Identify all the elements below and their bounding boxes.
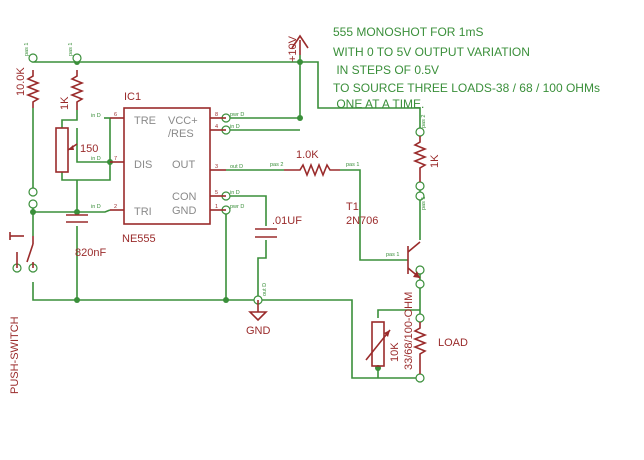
t1-pin-label: pas 1 [386, 252, 399, 258]
ic-pinnum-6: 6 [114, 112, 117, 118]
wire-con [226, 195, 267, 226]
supply-10v: +10V [287, 34, 309, 62]
wire-vcc-right [300, 61, 421, 128]
pot1-value: 150 [80, 143, 98, 155]
ic-pin-type-in: in D [91, 204, 101, 210]
pad [415, 265, 425, 275]
wire-pot-bottom [61, 118, 111, 181]
ic-pin-type-in: in D [91, 156, 101, 162]
r3-pin-label: pas 2 [270, 162, 283, 168]
ic-pinnum-2: 2 [114, 204, 117, 210]
push-switch: PUSH-SWITCH [9, 232, 34, 394]
resistor-r2: 1K pas 1 [59, 43, 85, 110]
r2-pin-label: pas 1 [68, 43, 74, 56]
ic-pin-type-in: in D [230, 190, 240, 196]
r3-value: 1.0K [296, 149, 319, 161]
ic-pin-type-in: in D [91, 113, 101, 119]
r1-value: 10.0K [15, 67, 27, 96]
c1-value: 820nF [75, 247, 106, 259]
wire-r3-base [340, 169, 408, 261]
r4-pin-label: pas 1 [421, 197, 427, 210]
pad [415, 191, 425, 201]
load-resistor: LOAD 33/68/100-OHM [403, 292, 468, 374]
r4-value: 1K [429, 154, 441, 168]
junction-dot [297, 115, 303, 121]
ground-symbol: GND out D [246, 283, 271, 337]
c2-value: .01UF [272, 215, 302, 227]
ic-ref: IC1 [124, 91, 141, 103]
r1-pin-label: pas 1 [24, 43, 30, 56]
r3-pin-label: pas 1 [346, 162, 359, 168]
ic-pin-type-in: in D [230, 124, 240, 130]
supply-label: +10V [287, 35, 299, 62]
load-label: LOAD [438, 337, 468, 349]
r2-value: 1K [59, 96, 71, 110]
junction-dot [30, 209, 36, 215]
ic-pin-con: CON [172, 191, 197, 203]
note-line-3: IN STEPS OF 0.5V [333, 63, 439, 77]
wire-c2-gnd [257, 240, 267, 300]
t1-ref: T1 [346, 201, 359, 213]
pot2-value: 10K [389, 342, 401, 362]
ic-pin-type-pwr: pwr D [230, 112, 244, 118]
potentiometer-150: 150 [55, 127, 98, 173]
ic-pinnum-4: 4 [215, 124, 218, 130]
ic-ne555: IC1 NE555 TRE DIS TRI VCC+ /RES OUT CON … [91, 91, 244, 245]
pad [415, 279, 425, 289]
junction-dot [297, 59, 303, 65]
note-text: 555 MONOSHOT FOR 1mS WITH 0 TO 5V OUTPUT… [333, 25, 600, 111]
junction-dot [74, 297, 80, 303]
resistor-r4: 1K pas 2 pas 1 [412, 115, 441, 210]
capacitor-c2: .01UF [255, 215, 302, 238]
junction-dot [74, 209, 80, 215]
note-line-2: WITH 0 TO 5V OUTPUT VARIATION [333, 45, 530, 59]
pad [28, 53, 38, 63]
note-line-1: 555 MONOSHOT FOR 1mS [333, 25, 483, 39]
wire-tri-node [33, 209, 111, 213]
wire-vcc-pins [226, 62, 301, 119]
ic-part: NE555 [122, 233, 156, 245]
ic-pin-out: OUT [172, 159, 196, 171]
pad [415, 127, 425, 137]
ic-pinnum-1: 1 [215, 204, 218, 210]
resistor-r1: 10.0K pas 1 [15, 43, 41, 108]
ground-pin-label: out D [262, 283, 268, 296]
pad [415, 181, 425, 191]
transistor-t1: T1 2N706 pas 1 [346, 201, 421, 279]
junction-dot [223, 297, 229, 303]
ic-pinnum-8: 8 [215, 112, 218, 118]
wire-pot2 [377, 309, 420, 318]
r4-pin-label: pas 2 [421, 115, 427, 128]
ic-pin-tri: TRI [134, 206, 152, 218]
switch-label: PUSH-SWITCH [9, 316, 21, 394]
resistor-r3: 1.0K pas 2 pas 1 [270, 149, 359, 178]
note-line-5: ONE AT A TIME. [333, 97, 424, 111]
wire-r2-pot [61, 110, 78, 128]
ic-pin-res: /RES [168, 128, 194, 140]
ic-pin-gnd: GND [172, 205, 197, 217]
wire-ground-rail [32, 282, 420, 379]
pad [72, 53, 82, 63]
wires [32, 55, 421, 379]
ic-pin-type-out: out D [230, 164, 243, 170]
ic-pin-type-pwr: pwr D [230, 204, 244, 210]
ic-pinnum-5: 5 [215, 190, 218, 196]
t1-part: 2N706 [346, 215, 378, 227]
ic-pin-tre: TRE [134, 115, 156, 127]
ic-pinnum-7: 7 [114, 156, 117, 162]
ground-label: GND [246, 325, 271, 337]
potentiometer-10k: 10K [365, 321, 401, 367]
ic-pin-vcc: VCC+ [168, 115, 198, 127]
pad [415, 373, 425, 383]
wire-dis [76, 128, 110, 163]
pad [28, 199, 38, 209]
ic-pin-dis: DIS [134, 159, 152, 171]
note-line-4: TO SOURCE THREE LOADS-38 / 68 / 100 OHMs [333, 81, 600, 95]
pad [415, 313, 425, 323]
pad [28, 187, 38, 197]
load-range: 33/68/100-OHM [403, 292, 415, 370]
capacitor-c1: 820nF [66, 214, 106, 259]
ic-pinnum-3: 3 [215, 164, 218, 170]
